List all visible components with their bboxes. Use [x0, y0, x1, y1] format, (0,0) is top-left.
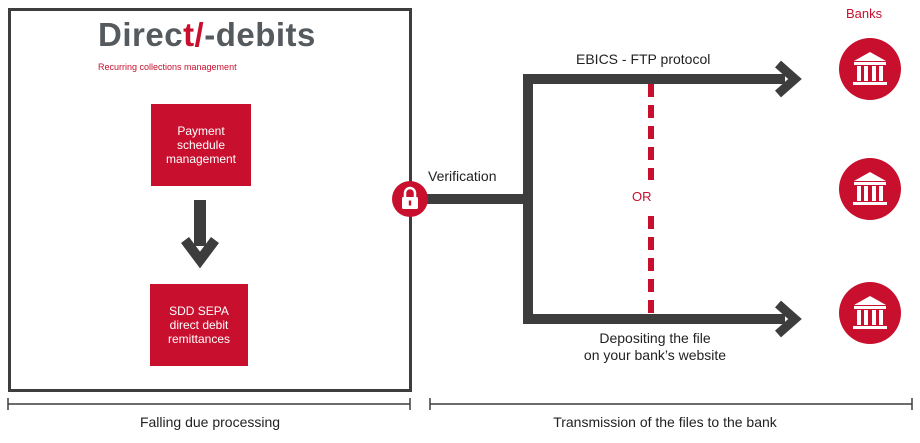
- arrow-right-icon: [775, 60, 802, 98]
- range-bracket-right: [429, 398, 913, 410]
- transmission-label: Transmission of the files to the bank: [553, 414, 777, 430]
- logo-tagline: Recurring collections management: [98, 62, 237, 72]
- payment-schedule-box: Payment schedule management: [151, 104, 251, 186]
- connector-lines: [420, 74, 785, 324]
- bank-icon: [839, 38, 901, 100]
- sdd-remittances-box: SDD SEPA direct debit remittances: [150, 284, 248, 366]
- direct-debits-logo: Direct/-debits: [98, 16, 316, 53]
- or-label: OR: [632, 189, 652, 204]
- falling-due-processing-label: Falling due processing: [139, 414, 281, 430]
- range-bracket-left: [7, 398, 411, 410]
- lock-icon: [392, 181, 428, 217]
- verification-label: Verification: [428, 168, 497, 184]
- down-arrow-icon: [181, 200, 219, 269]
- ebics-ftp-label: EBICS - FTP protocol: [576, 51, 711, 67]
- arrow-right-icon: [775, 300, 802, 338]
- deposit-file-label: Depositing the file on your bank’s websi…: [583, 330, 727, 363]
- banks-title: Banks: [846, 6, 883, 21]
- bank-icon: [839, 282, 901, 344]
- bank-icon: [839, 158, 901, 220]
